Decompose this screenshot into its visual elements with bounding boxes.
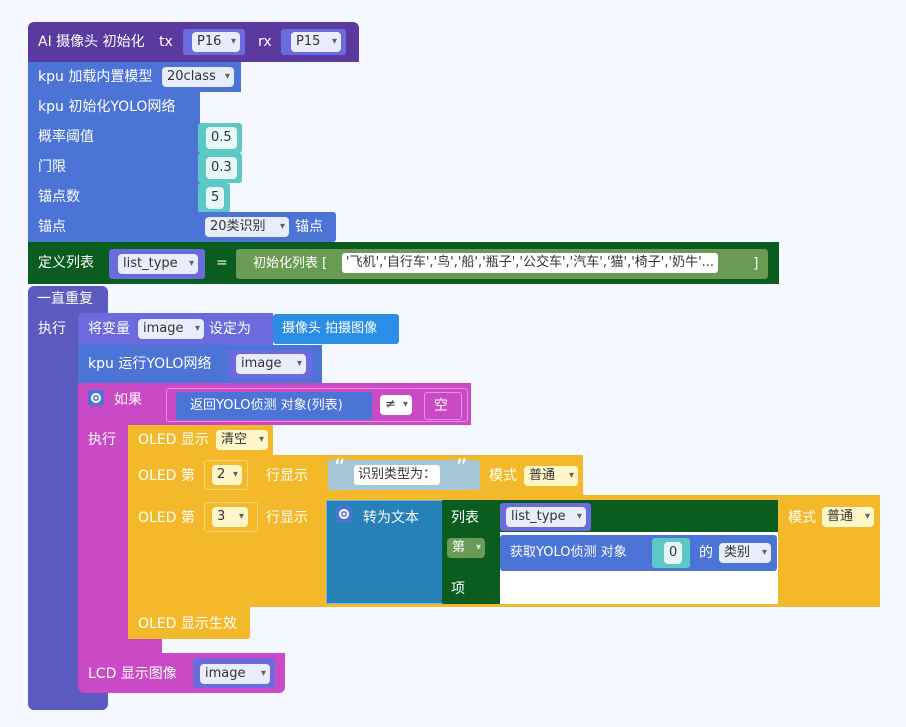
- yolo-return-label: 返回YOLO侦测 对象(列表): [190, 398, 343, 413]
- anchor-label: 锚点: [38, 219, 66, 235]
- line3-mode-label: 模式: [788, 510, 816, 526]
- init-list-label: 初始化列表 [: [253, 256, 328, 271]
- line2-dropdown[interactable]: 2: [212, 465, 242, 485]
- kpu-run-label: kpu 运行YOLO网络: [88, 356, 212, 372]
- anchor-suffix: 锚点: [295, 219, 323, 235]
- anchor-num-label: 锚点数: [38, 189, 80, 205]
- empty-label: 空: [434, 398, 448, 414]
- ai-camera-label: AI 摄像头 初始化: [38, 34, 145, 50]
- rx-label: rx: [258, 34, 272, 50]
- oled-clear-label: OLED 显示: [138, 432, 209, 448]
- if-block-foot: [78, 638, 162, 653]
- oled-show-block[interactable]: [128, 607, 250, 639]
- kpu-load-label: kpu 加载内置模型: [38, 69, 153, 85]
- limit-input[interactable]: 0.3: [206, 157, 237, 179]
- list-get-var-dropdown[interactable]: list_type: [506, 507, 586, 527]
- kpu-init-yolo-block[interactable]: [28, 92, 200, 242]
- oled-clear-dropdown[interactable]: 清空: [216, 430, 268, 450]
- line2-show-label: 行显示: [266, 468, 308, 484]
- kpu-run-var-dropdown[interactable]: image: [236, 354, 306, 374]
- if-do-label: 执行: [88, 432, 116, 448]
- of-label: 的: [699, 545, 713, 561]
- line3-dropdown[interactable]: 3: [212, 507, 248, 527]
- compare-op-dropdown[interactable]: ≠: [380, 395, 412, 415]
- close-quote: ”: [456, 456, 468, 481]
- kpu-init-label: kpu 初始化YOLO网络: [38, 99, 176, 115]
- anchor-dropdown[interactable]: 20类识别: [205, 217, 289, 237]
- open-quote: “: [334, 456, 346, 481]
- limit-label: 门限: [38, 159, 66, 175]
- camera-capture-label: 摄像头 拍摄图像: [282, 321, 378, 336]
- loop-label: 一直重复: [37, 291, 93, 307]
- line3-show-label: 行显示: [266, 510, 308, 526]
- yolo-return-block[interactable]: [176, 392, 372, 420]
- loop-do-label: 执行: [38, 321, 66, 337]
- line3-mode-dropdown[interactable]: 普通: [822, 507, 874, 527]
- model-dropdown[interactable]: 20class: [162, 67, 234, 87]
- lcd-show-label: LCD 显示图像: [88, 666, 177, 682]
- tx-label: tx: [159, 34, 173, 50]
- rx-pin-dropdown[interactable]: P15: [291, 32, 341, 52]
- lcd-var-dropdown[interactable]: image: [200, 664, 270, 684]
- to-text-label: 转为文本: [363, 510, 419, 526]
- set-var-label: 将变量: [88, 321, 130, 337]
- oled-line2-label: OLED 第: [138, 468, 195, 484]
- line2-mode-label: 模式: [489, 468, 517, 484]
- attr-dropdown[interactable]: 类别: [719, 543, 771, 563]
- if-label: 如果: [114, 392, 142, 408]
- oled-line3-label: OLED 第: [138, 510, 195, 526]
- list-label: 列表: [451, 510, 479, 526]
- assign-eq: =: [216, 255, 228, 271]
- tx-pin-dropdown[interactable]: P16: [192, 32, 240, 52]
- object-index-input[interactable]: 0: [664, 542, 683, 564]
- camera-capture-block[interactable]: [273, 314, 399, 344]
- define-list-label: 定义列表: [38, 255, 94, 271]
- threshold-label: 概率阈值: [38, 129, 94, 145]
- list-items-text[interactable]: '飞机','自行车','鸟','船','瓶子','公交车','汽车','猫','…: [342, 253, 719, 273]
- init-list-close: ]: [753, 256, 759, 272]
- line2-mode-dropdown[interactable]: 普通: [524, 466, 578, 486]
- yolo-object-label: 获取YOLO侦测 对象: [510, 545, 627, 560]
- gear-icon[interactable]: [88, 390, 104, 406]
- to-text-gear-icon[interactable]: [336, 506, 352, 522]
- anchor-num-input[interactable]: 5: [206, 187, 225, 209]
- item-label: 项: [451, 581, 465, 597]
- index-mode-dropdown[interactable]: 第: [447, 538, 485, 558]
- if-block-arm: [78, 425, 128, 653]
- oled-show-label: OLED 显示生效: [138, 616, 237, 632]
- list-var-dropdown[interactable]: list_type: [118, 254, 198, 274]
- text-literal-input[interactable]: 识别类型为：: [354, 465, 441, 485]
- set-var-dropdown[interactable]: image: [138, 319, 204, 339]
- set-to-label: 设定为: [209, 321, 251, 337]
- threshold-input[interactable]: 0.5: [206, 127, 237, 149]
- empty-block[interactable]: [424, 392, 462, 420]
